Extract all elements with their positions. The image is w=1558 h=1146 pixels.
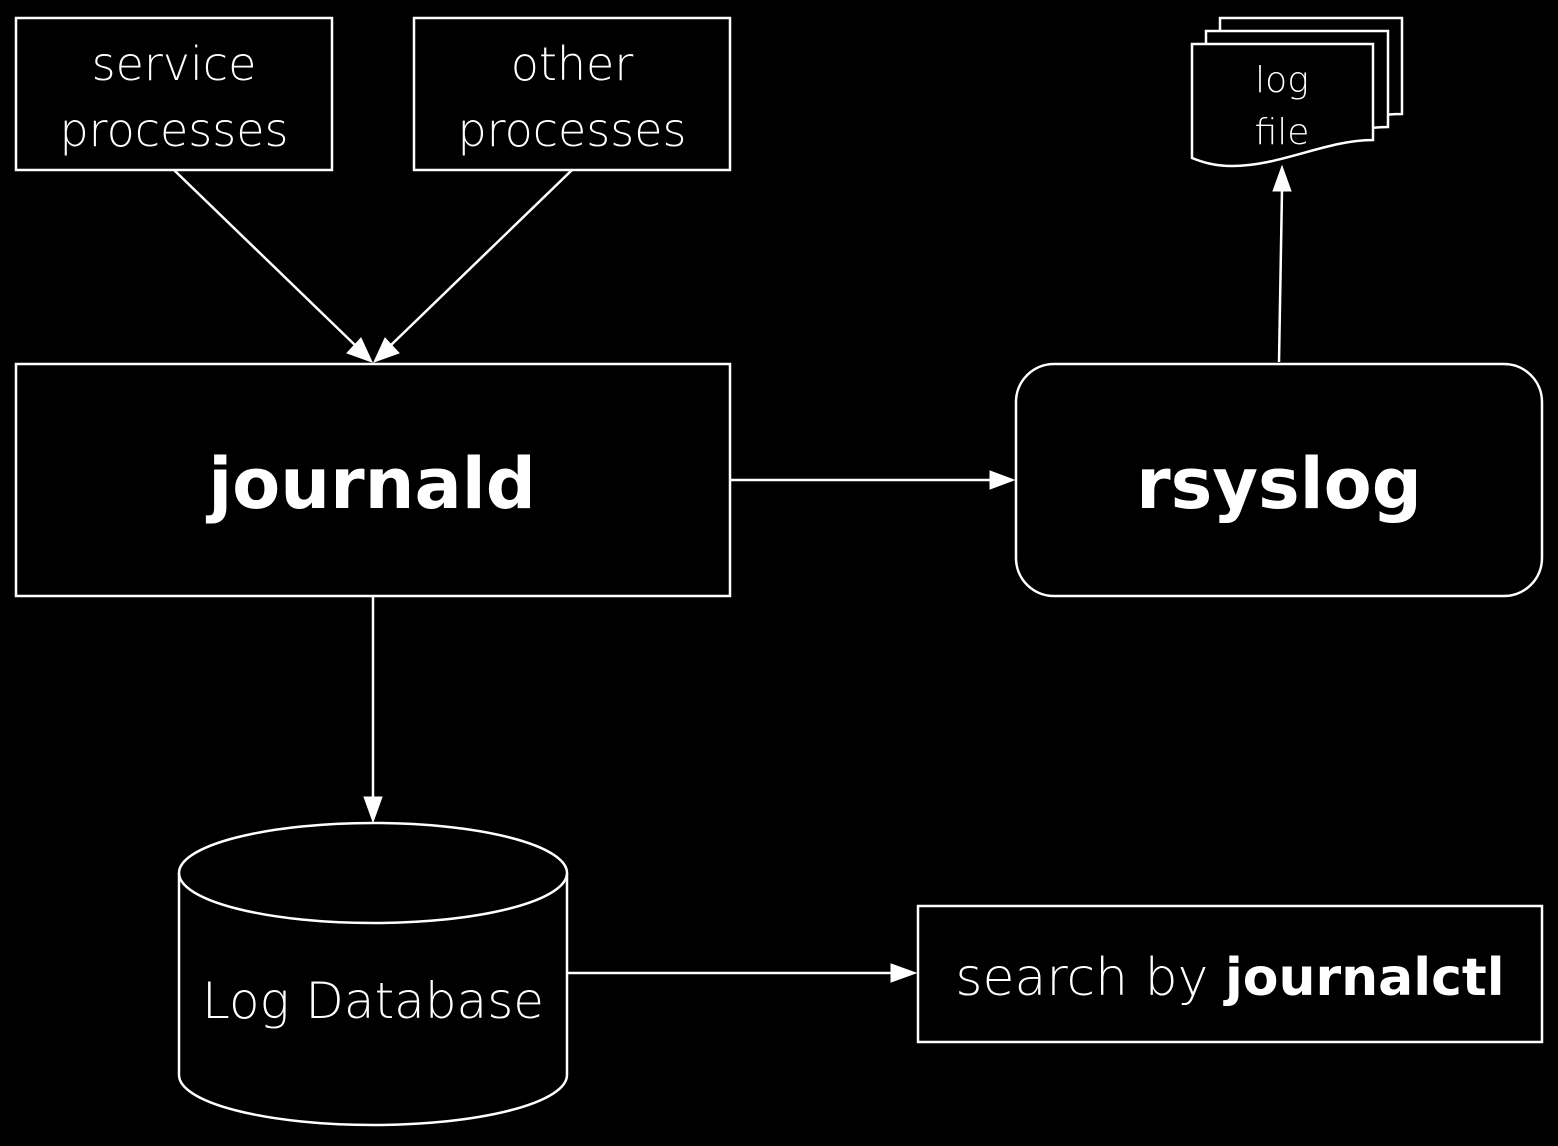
node-log-database: Log Database [177, 821, 569, 1127]
rsyslog-label: rsyslog [1136, 443, 1422, 525]
edge-rsyslog-to-logfile-line [1277, 189, 1284, 363]
journald-box [14, 362, 732, 598]
journalctl-search-label: search by journalctl [955, 948, 1504, 1008]
edge-journald-to-rsyslog [730, 470, 1016, 490]
node-rsyslog: rsyslog [1014, 362, 1544, 598]
journalctl-command: journalctl [1223, 948, 1505, 1008]
arrowhead-icon [363, 796, 383, 824]
search-by-prefix: search by [955, 948, 1208, 1008]
edge-service-to-journald [173, 169, 373, 363]
node-log-file: log file [1190, 16, 1404, 168]
node-journald: journald [14, 362, 732, 598]
edge-service-to-journald-line [173, 169, 358, 348]
arrowhead-icon [346, 337, 373, 363]
search-by-space [1208, 948, 1225, 1008]
node-service-processes: service processes [14, 16, 334, 172]
database-cylinder-body [177, 821, 569, 1127]
edge-database-to-journalctl [567, 963, 918, 983]
service-processes-line2: processes [59, 103, 288, 157]
arrowhead-icon [1272, 164, 1292, 192]
log-file-icon [1190, 42, 1375, 168]
other-processes-box [412, 16, 732, 172]
node-other-processes: other processes [412, 16, 732, 172]
log-file-line2: file [1255, 112, 1310, 153]
edge-journald-to-database [363, 596, 383, 824]
arrowhead-icon [890, 963, 918, 983]
database-cylinder-top [177, 872, 569, 925]
log-database-label: Log Database [202, 972, 544, 1030]
rsyslog-box [1014, 362, 1544, 598]
arrowhead-icon [989, 470, 1016, 490]
edge-other-to-journald-line [388, 169, 573, 348]
journald-label: journald [205, 443, 536, 525]
edge-other-to-journald [373, 169, 573, 363]
edge-rsyslog-to-logfile [1272, 164, 1292, 363]
other-processes-line1: other [511, 37, 634, 91]
node-journalctl-search: search by journalctl [916, 904, 1544, 1044]
arrowhead-icon [373, 337, 400, 363]
service-processes-line1: service [92, 37, 257, 91]
journalctl-search-box [916, 904, 1544, 1044]
other-processes-line2: processes [457, 103, 686, 157]
service-processes-box [14, 16, 334, 172]
log-file-line1: log [1255, 60, 1309, 101]
